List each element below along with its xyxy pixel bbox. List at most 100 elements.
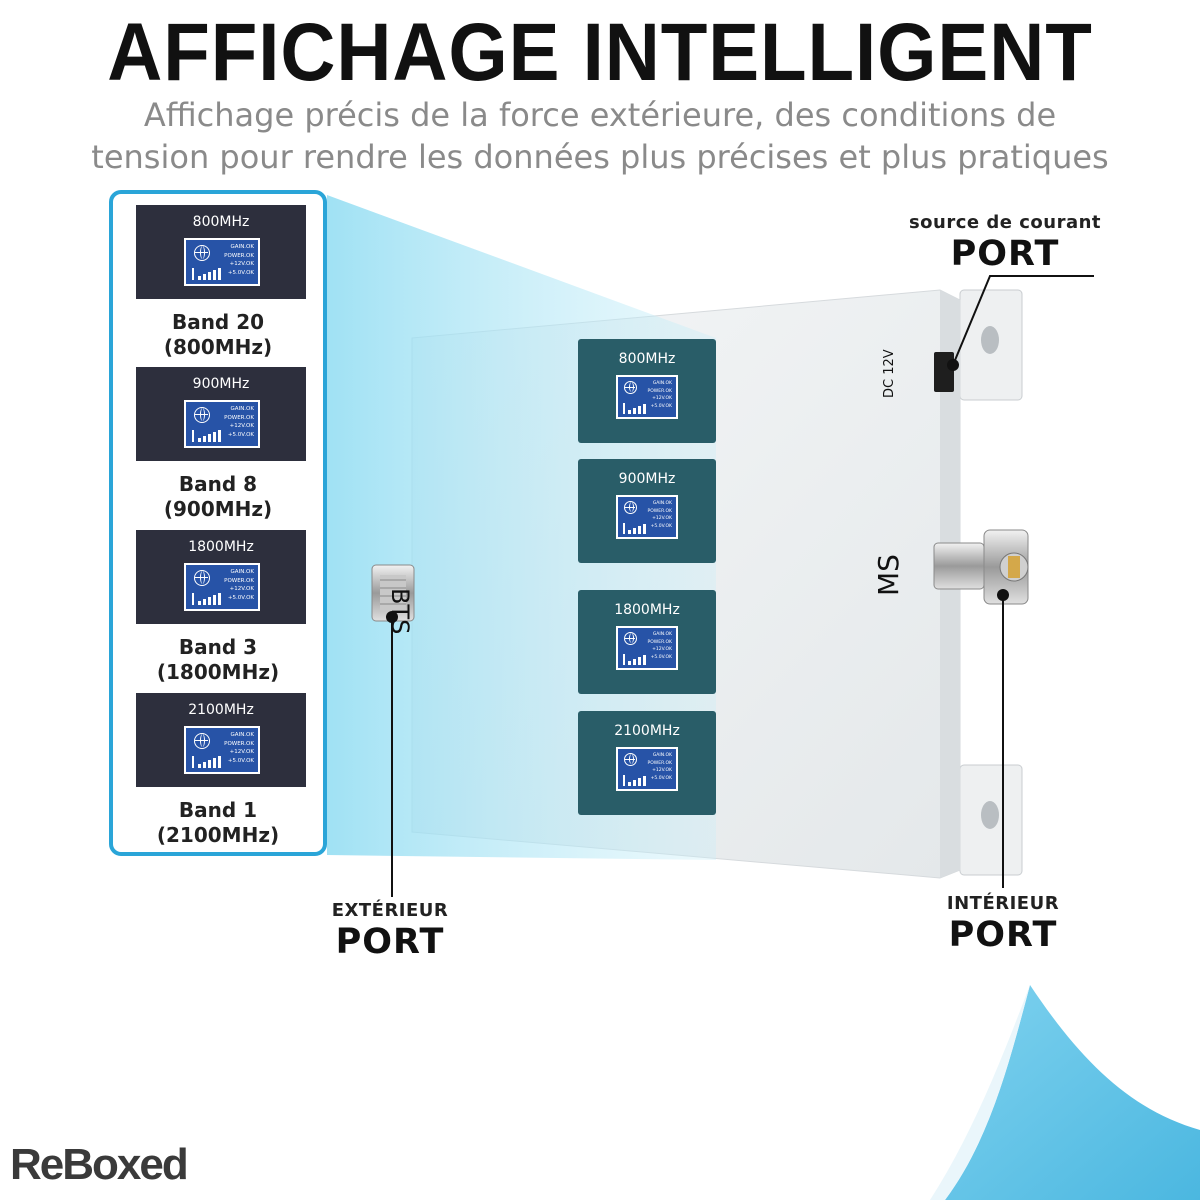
lcd-line: POWER.OK xyxy=(647,508,672,514)
band-frequency: 2100MHz xyxy=(188,702,254,718)
page-title: AFFICHAGE INTELLIGENT xyxy=(107,7,1093,98)
lcd-display: GAIN.OK POWER.OK +12V.OK +5.0V.OK xyxy=(184,726,260,774)
globe-icon xyxy=(194,733,210,749)
band-name: Band 20 xyxy=(171,310,265,334)
signal-bars-icon xyxy=(192,268,226,280)
signal-bars-icon xyxy=(623,522,657,534)
band-frequency: 800MHz xyxy=(192,214,250,230)
lcd-line: GAIN.OK xyxy=(652,753,672,758)
band-range: (2100MHz) xyxy=(156,823,280,847)
lcd-line: POWER.OK xyxy=(224,252,254,259)
signal-bars-icon xyxy=(192,430,226,442)
lcd-display: GAIN.OK POWER.OK +12V.OK +5.0V.OK xyxy=(616,495,678,539)
lcd-line: GAIN.OK xyxy=(652,501,672,506)
device-screen: 800MHz GAIN.OK POWER.OK +12V.OK +5.0V.OK xyxy=(578,339,716,443)
outdoor-port-caption: EXTÉRIEUR xyxy=(331,900,449,921)
ms-connector xyxy=(933,529,1029,605)
lcd-line: +12V.OK xyxy=(229,749,254,755)
lcd-line: POWER.OK xyxy=(224,740,254,747)
band-screen: 1800MHz GAIN.OK POWER.OK +12V.OK +5.0V.OK xyxy=(136,530,306,624)
lcd-line: GAIN.OK xyxy=(230,244,254,250)
lcd-line: +12V.OK xyxy=(652,516,672,521)
dc-power-jack xyxy=(934,352,954,392)
lcd-line: POWER.OK xyxy=(647,388,672,394)
band-name: Band 3 xyxy=(178,635,258,659)
corner-curl xyxy=(930,985,1200,1200)
lcd-line: GAIN.OK xyxy=(230,569,254,575)
lcd-line: +5.0V.OK xyxy=(227,269,254,276)
globe-icon xyxy=(624,381,637,394)
indoor-port-caption: INTÉRIEUR xyxy=(946,893,1060,914)
lcd-line: +12V.OK xyxy=(229,586,254,592)
band-range: (800MHz) xyxy=(163,335,273,359)
lcd-line: POWER.OK xyxy=(224,414,254,421)
brand-logo: ReBoxed xyxy=(10,1140,189,1189)
lcd-line: GAIN.OK xyxy=(652,381,672,386)
lcd-line: +12V.OK xyxy=(229,423,254,429)
ms-label: MS xyxy=(872,554,905,596)
signal-bars-icon xyxy=(192,756,226,768)
lcd-display: GAIN.OK POWER.OK +12V.OK +5.0V.OK xyxy=(616,626,678,670)
lcd-line: +12V.OK xyxy=(652,768,672,773)
lcd-display: GAIN.OK POWER.OK +12V.OK +5.0V.OK xyxy=(616,375,678,419)
lcd-display: GAIN.OK POWER.OK +12V.OK +5.0V.OK xyxy=(184,400,260,448)
band-frequency: 1800MHz xyxy=(614,602,680,618)
power-port-label: PORT xyxy=(950,234,1060,274)
lcd-line: GAIN.OK xyxy=(230,406,254,412)
device-screen: 1800MHz GAIN.OK POWER.OK +12V.OK +5.0V.OK xyxy=(578,590,716,694)
band-screen: 900MHz GAIN.OK POWER.OK +12V.OK +5.0V.OK xyxy=(136,367,306,461)
lcd-line: +12V.OK xyxy=(652,647,672,652)
signal-bars-icon xyxy=(192,593,226,605)
lcd-line: +5.0V.OK xyxy=(650,775,672,781)
lcd-line: +5.0V.OK xyxy=(650,654,672,660)
outdoor-port-label: PORT xyxy=(335,922,445,962)
band-panel: 800MHz GAIN.OK POWER.OK +12V.OK +5.0V.OK Ba… xyxy=(109,190,327,856)
lcd-line: GAIN.OK xyxy=(230,732,254,738)
globe-icon xyxy=(194,407,210,423)
lcd-display: GAIN.OK POWER.OK +12V.OK +5.0V.OK xyxy=(184,238,260,286)
band-screen: 800MHz GAIN.OK POWER.OK +12V.OK +5.0V.OK xyxy=(136,205,306,299)
lcd-display: GAIN.OK POWER.OK +12V.OK +5.0V.OK xyxy=(184,563,260,611)
subtitle-line-1: Affichage précis de la force extérieure,… xyxy=(143,96,1057,134)
lcd-line: GAIN.OK xyxy=(652,632,672,637)
lcd-line: +5.0V.OK xyxy=(227,431,254,438)
bts-label: BTS xyxy=(386,588,414,635)
band-screen: 2100MHz GAIN.OK POWER.OK +12V.OK +5.0V.OK xyxy=(136,693,306,787)
lcd-line: POWER.OK xyxy=(224,577,254,584)
subtitle-line-2: tension pour rendre les données plus pré… xyxy=(91,138,1109,176)
mounting-bracket-bottom xyxy=(959,764,1023,876)
globe-icon xyxy=(194,245,210,261)
device-screen: 2100MHz GAIN.OK POWER.OK +12V.OK +5.0V.OK xyxy=(578,711,716,815)
mounting-bracket-top xyxy=(959,289,1023,401)
lcd-line: +12V.OK xyxy=(229,261,254,267)
lcd-line: +5.0V.OK xyxy=(227,594,254,601)
band-frequency: 1800MHz xyxy=(188,539,254,555)
power-port-caption: source de courant xyxy=(908,212,1102,233)
band-range: (1800MHz) xyxy=(156,660,280,684)
lcd-line: +5.0V.OK xyxy=(227,757,254,764)
band-name: Band 1 xyxy=(178,798,258,822)
band-frequency: 800MHz xyxy=(618,351,676,367)
band-frequency: 2100MHz xyxy=(614,723,680,739)
bts-connector xyxy=(371,564,415,622)
band-frequency: 900MHz xyxy=(618,471,676,487)
indoor-port-label: PORT xyxy=(948,915,1058,955)
dc-label: DC 12V xyxy=(882,349,897,398)
lcd-line: POWER.OK xyxy=(647,639,672,645)
globe-icon xyxy=(624,501,637,514)
globe-icon xyxy=(194,570,210,586)
lcd-line: POWER.OK xyxy=(647,760,672,766)
signal-bars-icon xyxy=(623,653,657,665)
lcd-display: GAIN.OK POWER.OK +12V.OK +5.0V.OK xyxy=(616,747,678,791)
signal-bars-icon xyxy=(623,774,657,786)
band-frequency: 900MHz xyxy=(192,376,250,392)
lcd-line: +12V.OK xyxy=(652,396,672,401)
signal-bars-icon xyxy=(623,402,657,414)
lcd-line: +5.0V.OK xyxy=(650,403,672,409)
globe-icon xyxy=(624,632,637,645)
band-name: Band 8 xyxy=(178,472,258,496)
globe-icon xyxy=(624,753,637,766)
page-subtitle: Affichage précis de la force extérieure,… xyxy=(0,94,1200,178)
lcd-line: +5.0V.OK xyxy=(650,523,672,529)
band-range: (900MHz) xyxy=(163,497,273,521)
